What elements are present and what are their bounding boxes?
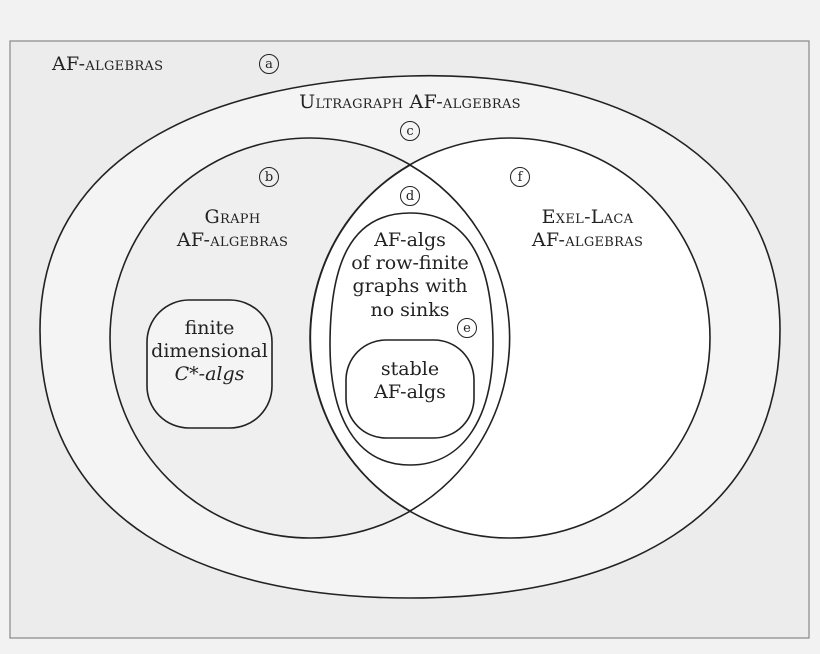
marker-c: c — [400, 121, 420, 141]
graph-label-line-2: AF-algebras — [176, 228, 289, 251]
row-finite-label: AF-algs of row-finite graphs with no sin… — [335, 229, 485, 322]
stable-line-1: stable — [380, 358, 440, 380]
finite-dimensional-line-2: dimensional — [151, 339, 268, 362]
stable-region — [345, 339, 475, 439]
ultragraph-label: Ultragraph AF-algebras — [299, 91, 521, 113]
marker-a: a — [259, 54, 279, 74]
marker-e: e — [457, 318, 477, 338]
row-finite-line-1: AF-algs — [374, 229, 446, 251]
exel-laca-label-line-2: AF-algebras — [531, 228, 644, 251]
row-finite-line-3: graphs with — [352, 275, 468, 298]
marker-d: d — [400, 186, 420, 206]
graph-label: Graph AF-algebras — [145, 206, 320, 252]
stable-line-2: AF-algs — [374, 380, 446, 403]
finite-dimensional-line-1: finite — [184, 317, 235, 339]
finite-dimensional-region — [146, 299, 273, 429]
row-finite-line-2: of row-finite — [351, 252, 469, 275]
finite-dimensional-label: finite dimensional C*-algs — [147, 317, 272, 385]
finite-dimensional-line-3: C*-algs — [174, 362, 245, 385]
af-algebras-label: AF-algebras — [52, 53, 164, 75]
exel-laca-label: Exel-Laca AF-algebras — [500, 206, 675, 252]
stable-label: stable AF-algs — [346, 358, 474, 404]
marker-b: b — [259, 167, 279, 187]
row-finite-line-4: no sinks — [370, 298, 450, 321]
exel-laca-label-line-1: Exel-Laca — [541, 206, 634, 228]
marker-f: f — [510, 167, 530, 187]
graph-label-line-1: Graph — [204, 206, 261, 228]
